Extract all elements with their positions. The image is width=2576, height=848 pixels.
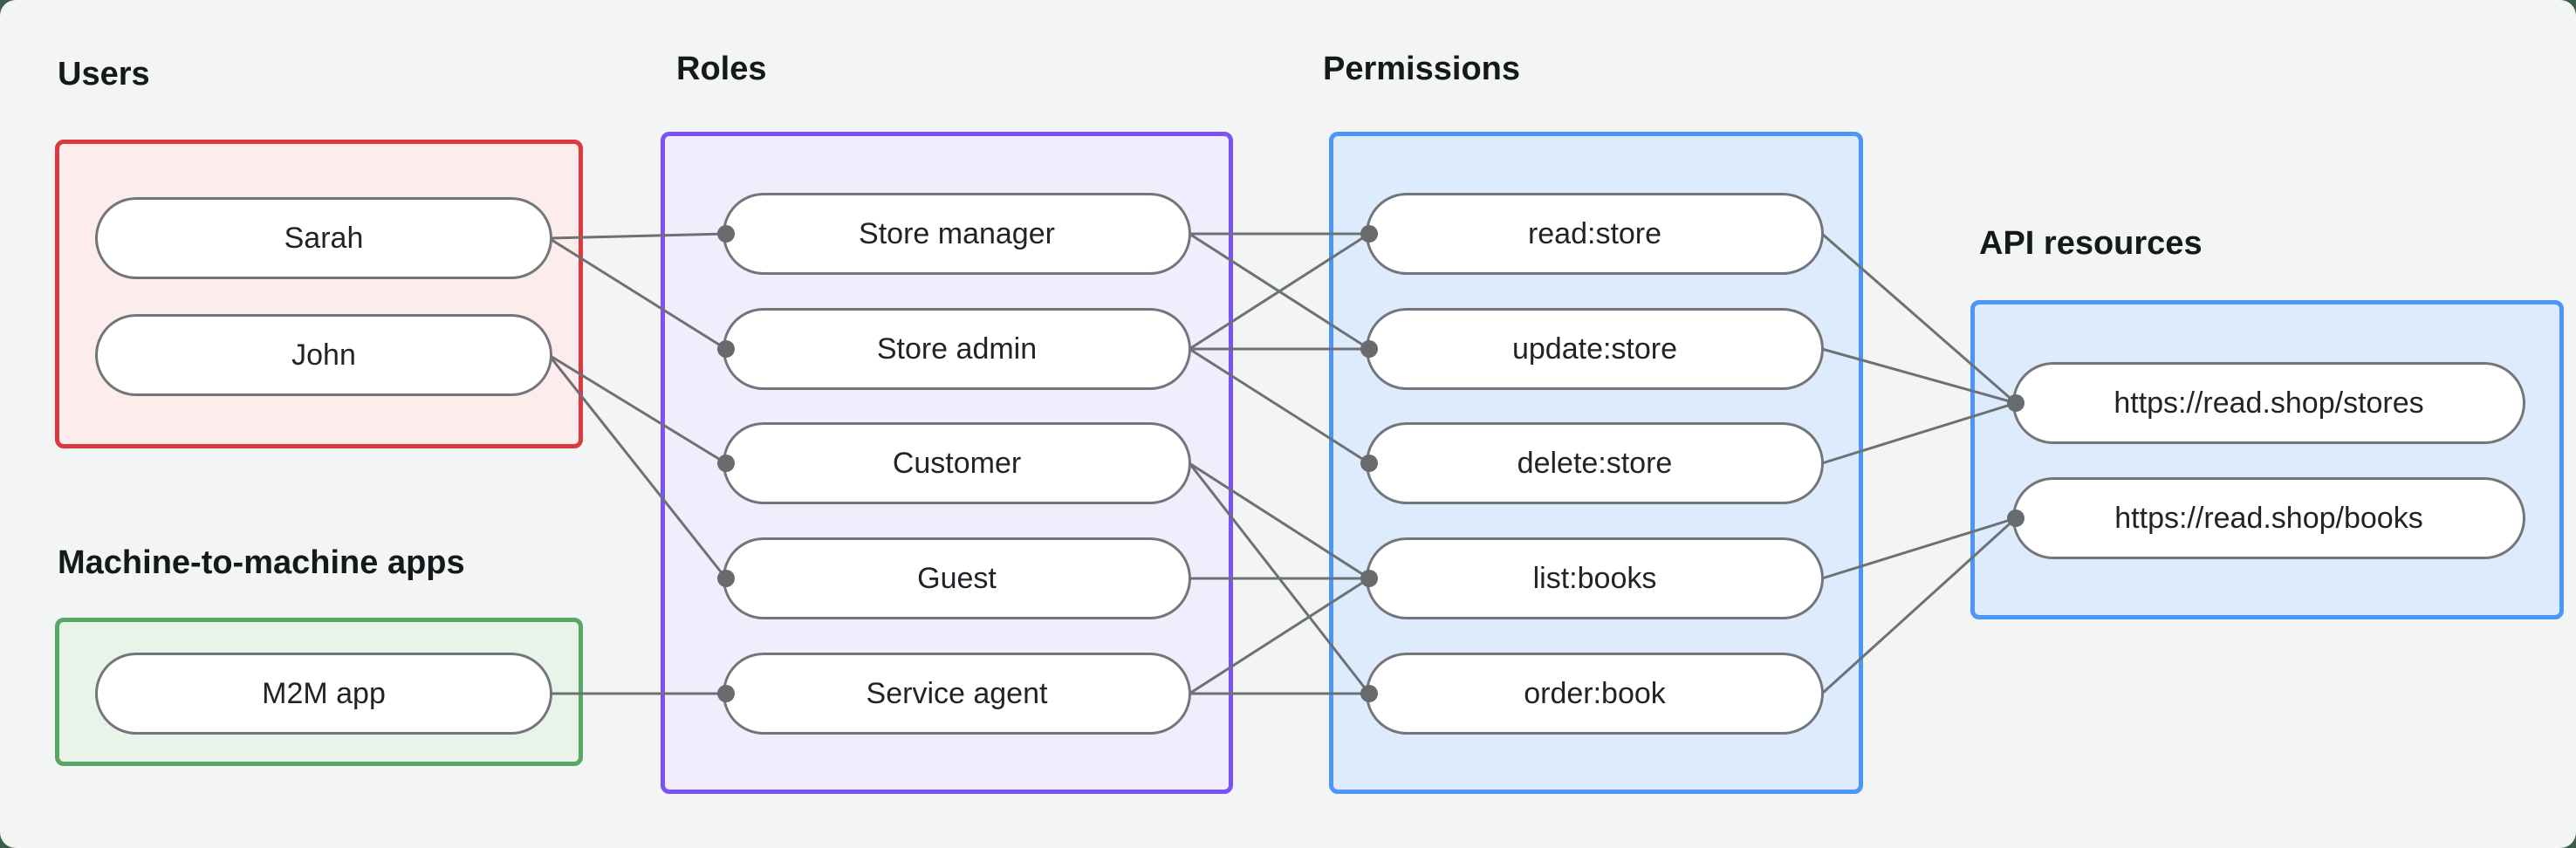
edge-update_store-stores [1821, 347, 2017, 405]
edge-service_agent-list_books [1189, 577, 1370, 695]
node-api-books: https://read.shop/books [2012, 477, 2525, 559]
m2m-section-label: Machine-to-machine apps [58, 544, 465, 581]
node-store-manager: Store manager [723, 193, 1191, 275]
node-api-stores: https://read.shop/stores [2012, 362, 2525, 444]
permissions-section-label: Permissions [1323, 51, 1520, 87]
node-list-books: list:books [1366, 537, 1824, 619]
edge-read_store-stores [1821, 232, 2017, 405]
api-resources-section-label: API resources [1979, 225, 2203, 262]
node-delete-store: delete:store [1366, 422, 1824, 504]
connection-dot-store_admin [717, 340, 735, 358]
node-customer: Customer [723, 422, 1191, 504]
edge-list_books-books [1821, 516, 2017, 580]
connection-dot-books [2007, 509, 2024, 527]
connection-dot-list_books [1360, 570, 1378, 587]
connection-dot-order_book [1360, 685, 1378, 702]
connection-dot-delete_store [1360, 455, 1378, 472]
connection-dot-guest [717, 570, 735, 587]
connection-dot-customer [717, 455, 735, 472]
api-resources-box [1970, 300, 2564, 619]
node-service-agent: Service agent [723, 653, 1191, 735]
roles-section-label: Roles [676, 51, 767, 87]
node-store-admin: Store admin [723, 308, 1191, 390]
edge-order_book-books [1820, 516, 2018, 695]
connection-dot-service_agent [717, 685, 735, 702]
edge-sarah-store_manager [548, 232, 727, 240]
edge-store_admin-delete_store [1189, 347, 1370, 465]
edge-john-customer [548, 353, 727, 465]
node-guest: Guest [723, 537, 1191, 619]
node-sarah: Sarah [95, 197, 552, 279]
edge-delete_store-stores [1821, 401, 2017, 465]
connection-dot-read_store [1360, 225, 1378, 243]
node-order-book: order:book [1366, 653, 1824, 735]
connection-dot-store_manager [717, 225, 735, 243]
users-section-label: Users [58, 56, 150, 92]
edge-store_admin-read_store [1189, 232, 1370, 351]
node-m2m-app: M2M app [95, 653, 552, 735]
edge-john-guest [547, 354, 728, 579]
edge-customer-list_books [1189, 462, 1370, 580]
edge-sarah-store_admin [548, 236, 727, 351]
node-update-store: update:store [1366, 308, 1824, 390]
users-box [55, 140, 583, 448]
node-john: John [95, 314, 552, 396]
connection-dot-update_store [1360, 340, 1378, 358]
connection-dot-stores [2007, 394, 2024, 412]
